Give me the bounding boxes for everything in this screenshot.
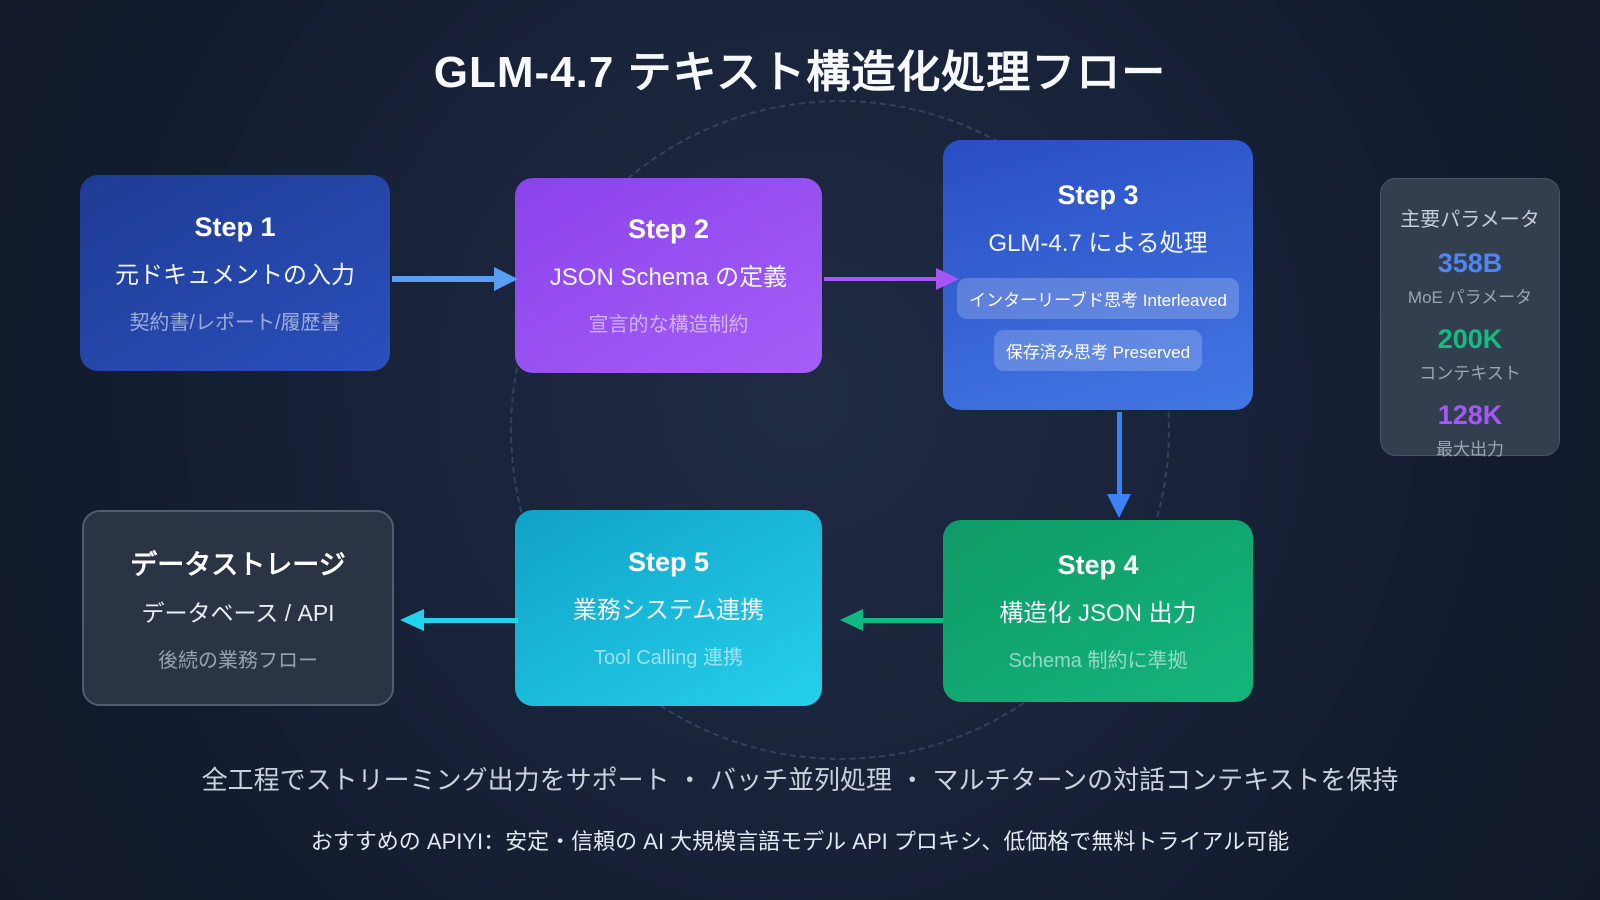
key-parameters-panel: 主要パラメータ 358B MoE パラメータ 200K コンテキスト 128K … bbox=[1380, 178, 1560, 459]
step4-caption: Schema 制約に準拠 bbox=[1008, 649, 1188, 672]
param-moe-value: 358B bbox=[1437, 248, 1503, 278]
param-output: 128K 最大出力 bbox=[1436, 400, 1504, 460]
step1-caption: 契約書/レポート/履歴書 bbox=[129, 311, 341, 334]
node-step1: Step 1 元ドキュメントの入力 契約書/レポート/履歴書 bbox=[80, 175, 390, 371]
param-output-label: 最大出力 bbox=[1436, 440, 1504, 459]
step1-name: 元ドキュメントの入力 bbox=[115, 261, 355, 289]
param-context-label: コンテキスト bbox=[1419, 364, 1521, 383]
param-context-value: 200K bbox=[1437, 324, 1503, 354]
step2-name: JSON Schema の定義 bbox=[549, 264, 788, 291]
param-moe-label: MoE パラメータ bbox=[1407, 288, 1533, 307]
step4-label: Step 4 bbox=[1057, 549, 1139, 580]
footer-recommendation-note: おすすめの APIYI：安定・信頼の AI 大規模言語モデル API プロキシ、… bbox=[310, 829, 1290, 854]
step2-label: Step 2 bbox=[627, 214, 710, 244]
arrow-step3-to-step4 bbox=[1117, 412, 1122, 496]
step4-name: 構造化 JSON 出力 bbox=[999, 599, 1197, 627]
arrowhead-step3-to-step4-icon bbox=[1107, 494, 1131, 518]
arrow-step1-to-step2 bbox=[392, 276, 496, 282]
preserved-thinking-badge: 保存済み思考 Preserved bbox=[993, 329, 1203, 371]
arrowhead-step1-to-step2-icon bbox=[494, 267, 518, 291]
arrowhead-step2-to-step3-icon bbox=[936, 268, 959, 290]
node-step3: Step 3 GLM-4.7 による処理 インターリーブド思考 Interlea… bbox=[943, 140, 1253, 410]
step1-label: Step 1 bbox=[194, 211, 276, 242]
node-step4: Step 4 構造化 JSON 出力 Schema 制約に準拠 bbox=[943, 520, 1253, 702]
param-output-value: 128K bbox=[1437, 400, 1503, 430]
node-step5: Step 5 業務システム連携 Tool Calling 連携 bbox=[515, 510, 822, 706]
page-title: GLM-4.7 テキスト構造化処理フロー bbox=[433, 48, 1167, 97]
arrow-step2-to-step3 bbox=[824, 277, 940, 281]
step3-label: Step 3 bbox=[1057, 179, 1139, 210]
storage-title: データストレージ bbox=[130, 550, 346, 580]
param-context: 200K コンテキスト bbox=[1419, 324, 1521, 384]
interleaved-thinking-badge: インターリーブド思考 Interleaved bbox=[957, 277, 1239, 319]
step5-label: Step 5 bbox=[627, 546, 710, 577]
step3-name: GLM-4.7 による処理 bbox=[988, 229, 1208, 257]
storage-caption: 後続の業務フロー bbox=[158, 650, 318, 672]
step5-caption: Tool Calling 連携 bbox=[594, 646, 743, 669]
arrowhead-step5-to-storage-icon bbox=[400, 609, 424, 631]
storage-subtitle: データベース / API bbox=[141, 600, 335, 626]
node-step2: Step 2 JSON Schema の定義 宣言的な構造制約 bbox=[515, 178, 822, 373]
param-moe: 358B MoE パラメータ bbox=[1408, 248, 1532, 308]
step2-caption: 宣言的な構造制約 bbox=[588, 314, 749, 336]
decorative-dashed-circle bbox=[510, 100, 1170, 760]
footer-capabilities-note: 全工程でストリーミング出力をサポート ・ バッチ並列処理 ・ マルチターンの対話… bbox=[201, 765, 1399, 795]
step5-name: 業務システム連携 bbox=[572, 596, 765, 624]
node-data-storage: データストレージ データベース / API 後続の業務フロー bbox=[82, 510, 394, 706]
arrowhead-step4-to-step5-icon bbox=[840, 609, 863, 631]
arrow-step4-to-step5 bbox=[862, 618, 943, 623]
params-title: 主要パラメータ bbox=[1400, 209, 1540, 231]
arrow-step5-to-storage bbox=[424, 618, 518, 623]
